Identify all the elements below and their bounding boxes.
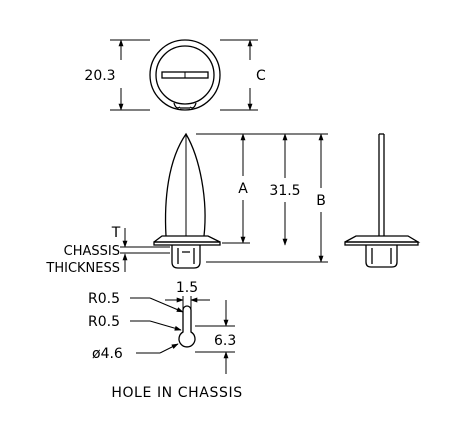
hole-caption: HOLE IN CHASSIS (111, 385, 242, 401)
dim-t: T (111, 225, 121, 241)
top-view-tabs (173, 102, 197, 109)
side-profile-view (344, 133, 421, 268)
chassis-label-line1: CHASSIS (64, 244, 120, 259)
rivet-flange (153, 235, 221, 243)
hole-detail: 1.5 6.3 R0.5 R0.5 ø4.6 HOLE IN CHASSIS (88, 280, 242, 401)
top-view: 20.3 C (84, 39, 266, 111)
hole-shape (178, 305, 196, 348)
dim-radius-1: R0.5 (88, 291, 120, 307)
dim-radius-2: R0.5 (88, 314, 120, 330)
dim-overall: 31.5 (269, 183, 300, 199)
dim-b: B (316, 193, 326, 209)
dim-c: C (256, 68, 266, 84)
dim-a: A (238, 181, 248, 197)
side-view: A 31.5 B T CHASSIS THICKNESS (45, 132, 328, 276)
dim-top-diameter: 20.3 (84, 68, 115, 84)
top-view-inner-ring (155, 45, 215, 105)
dim-slot-length: 6.3 (214, 333, 236, 349)
dim-slot-width: 1.5 (176, 280, 198, 296)
rivet-legs (171, 245, 201, 269)
rivet-cone (164, 132, 206, 237)
chassis-label-line2: THICKNESS (45, 261, 120, 276)
dim-diameter: ø4.6 (92, 346, 123, 362)
top-view-outer-ring (149, 39, 221, 111)
